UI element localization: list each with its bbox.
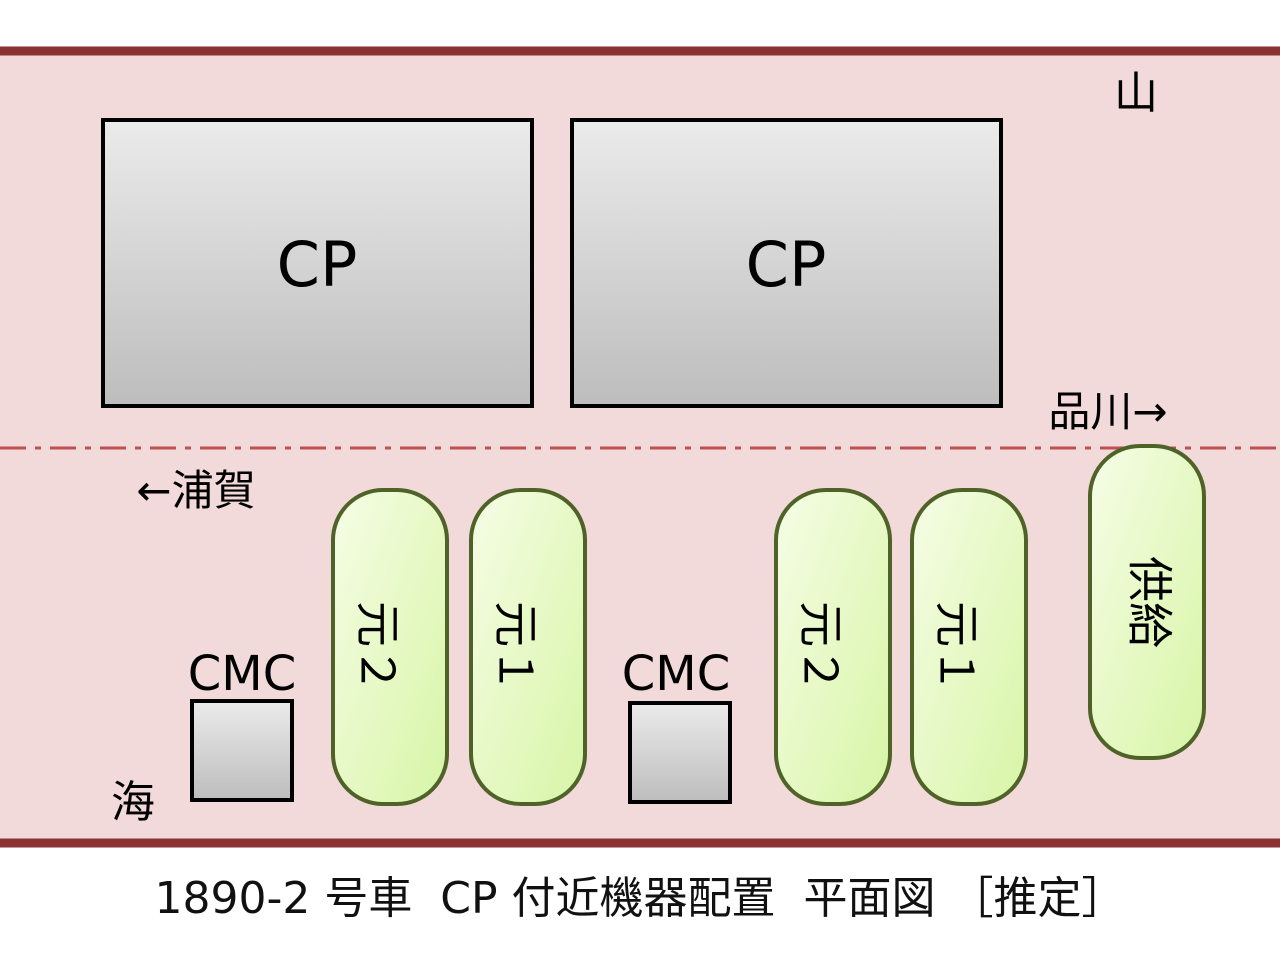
tank-label: 元２ — [794, 601, 848, 693]
cmc-label: CMC — [188, 646, 296, 702]
figure-caption: 1890-2 号車 CP 付近機器配置 平面図 ［推定］ — [154, 873, 1126, 924]
sea-side-label: 海 — [111, 777, 155, 828]
tank-label: 供給 — [1123, 556, 1177, 648]
compressor-label: CP — [746, 228, 827, 301]
tank-label: 元２ — [351, 601, 405, 693]
supply-reservoir: 供給 — [1088, 444, 1206, 760]
main-reservoir-2-left: 元２ — [331, 488, 449, 806]
compressor-2: CP — [570, 118, 1003, 408]
direction-uraga-label: ←浦賀 — [136, 466, 255, 515]
cmc-label: CMC — [622, 646, 730, 702]
mountain-side-label: 山 — [1114, 68, 1158, 119]
main-reservoir-1-left: 元１ — [469, 488, 587, 806]
main-reservoir-1-right: 元１ — [910, 488, 1028, 806]
tank-label: 元１ — [489, 601, 543, 693]
compressor-label: CP — [277, 228, 358, 301]
cmc-unit-2: CMC — [622, 646, 732, 804]
compressor-1: CP — [101, 118, 534, 408]
direction-shinagawa-label: 品川→ — [1048, 387, 1167, 436]
tank-label: 元１ — [930, 601, 984, 693]
main-reservoir-2-right: 元２ — [774, 488, 892, 806]
cmc-unit-1: CMC — [188, 646, 296, 802]
equipment-layout-diagram: CP CP CMC CMC 元２ 元１ 元２ 元１ 供給 山 海 品川→ ←浦賀 — [0, 46, 1280, 848]
